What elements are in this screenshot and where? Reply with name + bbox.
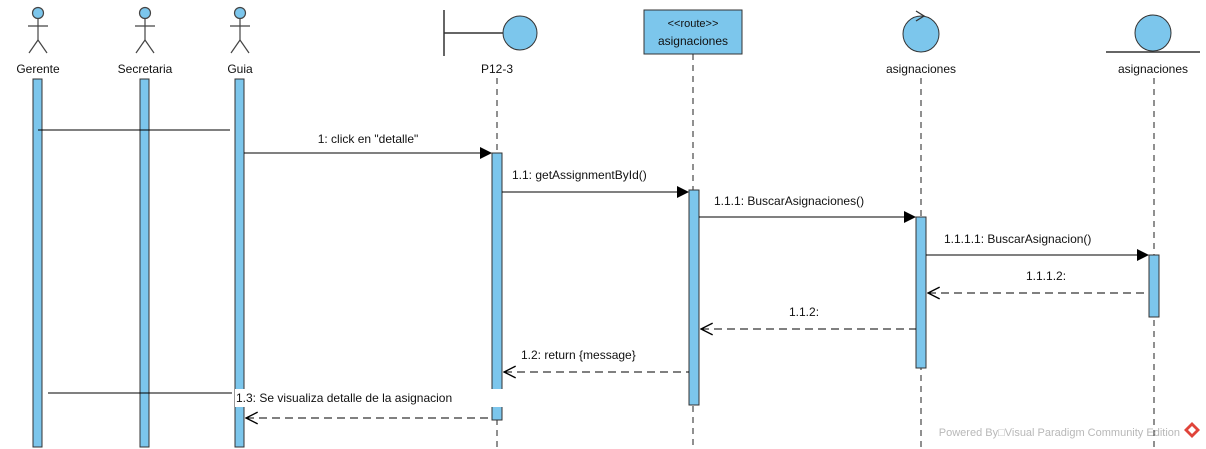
watermark-text: Powered By□Visual Paradigm Community Edi… [939, 427, 1180, 439]
route-name: asignaciones [658, 34, 728, 48]
message-1-1-1-label: 1.1.1: BuscarAsignaciones() [714, 194, 864, 208]
message-1-1-1-2[interactable]: 1.1.1.2: [928, 269, 1149, 293]
secretaria-activation-bar[interactable] [139, 78, 150, 448]
boundary-p12-3[interactable]: P12-3 [443, 10, 538, 76]
boundary-label: P12-3 [481, 62, 513, 76]
guia-activation-bar[interactable] [234, 78, 245, 448]
message-1-3[interactable]: 1.3: Se visualiza detalle de la asignaci… [235, 389, 503, 418]
actor-guia-label: Guia [227, 62, 253, 76]
message-1-1-1-1-label: 1.1.1.1: BuscarAsignacion() [944, 232, 1091, 246]
gerente-activation-bar[interactable] [32, 78, 43, 448]
message-1-label: 1: click en "detalle" [318, 132, 419, 146]
actor-secretaria[interactable]: Secretaria [118, 6, 173, 77]
visual-paradigm-logo-icon [1184, 422, 1200, 438]
message-1-3-label: 1.3: Se visualiza detalle de la asignaci… [236, 391, 452, 405]
entity-icon [1106, 14, 1200, 53]
message-1-1[interactable]: 1.1: getAssignmentById() [502, 166, 689, 198]
message-1[interactable]: 1: click en "detalle" [244, 132, 492, 159]
actor-guia[interactable]: Guia [227, 6, 253, 77]
message-1-1-2[interactable]: 1.1.2: [701, 305, 916, 329]
boundary-icon [443, 10, 538, 56]
actor-guia-icon [230, 6, 250, 54]
control-icon [902, 10, 940, 53]
boundary-activation[interactable] [491, 152, 503, 421]
message-1-2-label: 1.2: return {message} [521, 348, 636, 362]
entity-activation[interactable] [1148, 254, 1160, 318]
entity-label: asignaciones [1118, 62, 1188, 76]
message-1-1-label: 1.1: getAssignmentById() [512, 168, 647, 182]
route-stereotype: <<route>> [668, 18, 719, 30]
control-asignaciones[interactable]: asignaciones [886, 10, 956, 76]
actor-gerente-label: Gerente [16, 62, 60, 76]
message-1-1-2-label: 1.1.2: [789, 305, 819, 319]
message-1-1-1[interactable]: 1.1.1: BuscarAsignaciones() [699, 194, 916, 223]
watermark: Powered By□Visual Paradigm Community Edi… [939, 422, 1200, 439]
route-asignaciones[interactable]: <<route>> asignaciones [643, 9, 743, 55]
actor-gerente-icon [28, 6, 48, 54]
control-activation[interactable] [915, 216, 927, 369]
message-1-1-1-1[interactable]: 1.1.1.1: BuscarAsignacion() [926, 232, 1149, 261]
actor-secretaria-label: Secretaria [118, 62, 173, 76]
actor-gerente[interactable]: Gerente [16, 6, 60, 77]
message-1-1-1-2-label: 1.1.1.2: [1026, 269, 1066, 283]
route-activation[interactable] [688, 189, 700, 406]
actor-secretaria-icon [135, 6, 155, 54]
message-1-2[interactable]: 1.2: return {message} [504, 348, 689, 372]
control-label: asignaciones [886, 62, 956, 76]
entity-asignaciones[interactable]: asignaciones [1106, 14, 1200, 76]
